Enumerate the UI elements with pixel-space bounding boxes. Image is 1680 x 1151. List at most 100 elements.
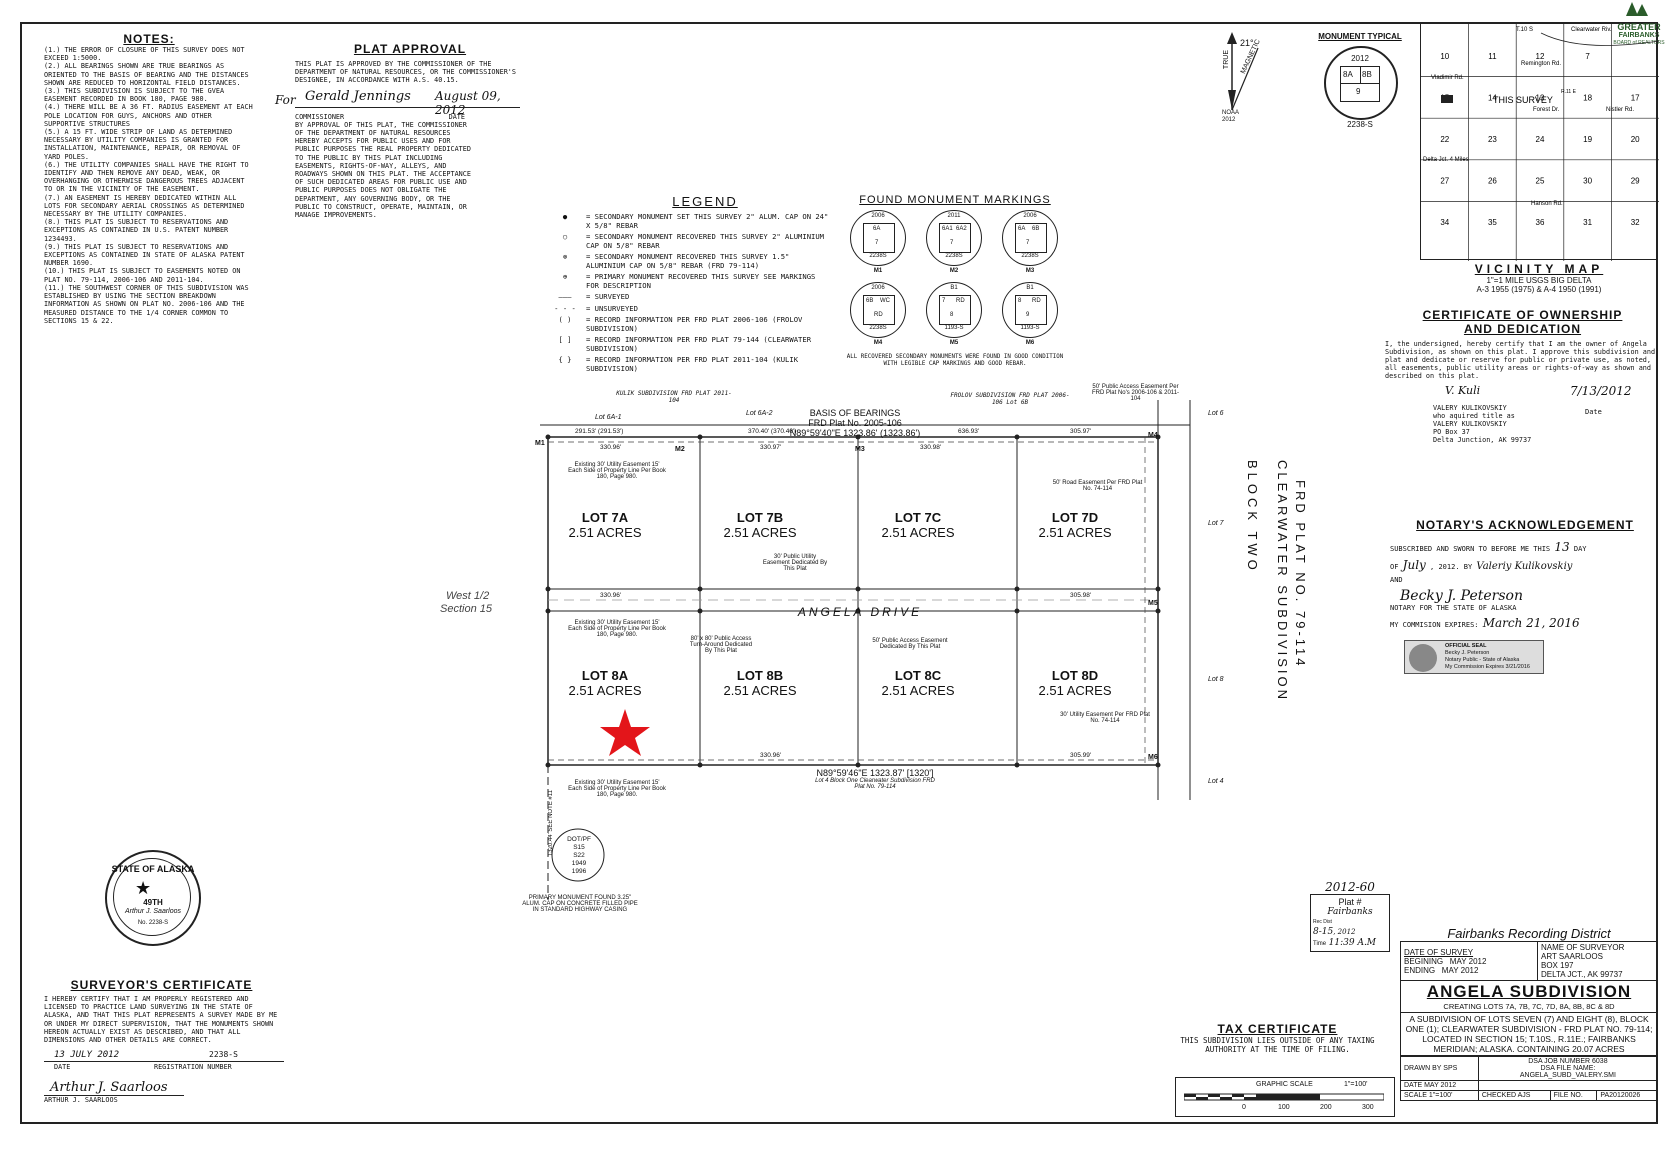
notary-signature: Becky J. Peterson <box>1400 588 1523 604</box>
monument-cell: 7 <box>942 298 946 304</box>
legend-item: ———= SURVEYED <box>550 292 830 302</box>
monument-tag: M5 <box>1148 600 1158 607</box>
surveyor-city: DELTA JCT., AK 99737 <box>1541 970 1623 979</box>
lot-name: LOT 8B <box>736 668 784 683</box>
surveyor-name-value: ART SAARLOOS <box>1541 952 1603 961</box>
monument-cell: 6B <box>1032 226 1040 232</box>
logo-line2: FAIRBANKS <box>1618 32 1660 39</box>
note-item: (6.) THE UTILITY COMPANIES SHALL HAVE TH… <box>44 160 249 194</box>
section-number: 19 <box>1583 135 1592 144</box>
owner-date-label: Date <box>1585 408 1602 416</box>
date-of-survey-label: DATE OF SURVEY <box>1404 947 1474 957</box>
dimension-label: 305.99' <box>1070 752 1092 759</box>
note-item: (4.) THERE WILL BE A 36 FT. RADIUS EASEM… <box>44 103 253 128</box>
tax-cert-text: THIS SUBDIVISION LIES OUTSIDE OF ANY TAX… <box>1180 1036 1375 1054</box>
turnaround-label: 80' x 80' Public Access Turn-Around Dedi… <box>689 636 753 654</box>
side-lot-6: Lot 6 <box>1208 410 1224 417</box>
lot-name: LOT 7B <box>736 510 784 525</box>
this-survey-label: THIS SURVEY <box>1493 95 1553 105</box>
legend-text: = SECONDARY MONUMENT RECOVERED THIS SURV… <box>586 232 824 250</box>
monument-grid: 8A 8B 9 <box>1340 66 1380 102</box>
section-number: 26 <box>1488 177 1497 186</box>
monument-cell: 7 <box>1026 240 1030 246</box>
section-number: 14 <box>1488 93 1497 102</box>
clearwater-label: CLEARWATER SUBDIVISION <box>1275 460 1290 703</box>
dimension-label: 291.53' (291.53') <box>575 428 624 435</box>
monument-point <box>855 434 861 440</box>
notary-line1: SUBSCRIBED AND SWORN TO BEFORE ME THIS <box>1390 545 1551 553</box>
note-item: (8.) THIS PLAT IS SUBJECT TO RESERVATION… <box>44 218 229 243</box>
scale-ratio: 1"=100' <box>1344 1081 1368 1088</box>
section-number: 17 <box>1631 93 1640 102</box>
top-bearing: N89°59'40"E 1323.86' (1323.86') <box>789 428 921 438</box>
legend-text: = RECORD INFORMATION PER FRD PLAT 2006-1… <box>586 315 803 333</box>
section-number: 24 <box>1536 135 1545 144</box>
plat-approval-text: THIS PLAT IS APPROVED BY THE COMMISSIONE… <box>295 60 516 85</box>
vicinity-map: 1011127151413181722232419202726253029343… <box>1420 22 1660 261</box>
section-number: 25 <box>1536 177 1545 186</box>
surveyor-cert-date: 13 JULY 2012 <box>54 1050 120 1061</box>
notary-expires: March 21, 2016 <box>1482 616 1580 630</box>
monument-year: 2006 <box>1023 213 1037 219</box>
monument-point <box>545 762 551 768</box>
lot-acres: 2.51 ACRES <box>881 525 955 540</box>
dimension-label: 330.96' <box>600 592 622 599</box>
legend-item: ○ = SECONDARY MONUMENT RECOVERED THIS SUR… <box>550 232 830 250</box>
section-number: 12 <box>1536 52 1545 61</box>
graphic-scale: GRAPHIC SCALE 1"=100' 0 100 200 300 <box>1175 1077 1395 1117</box>
notes-list: (1.) THE ERROR OF CLOSURE OF THIS SURVEY… <box>44 46 254 325</box>
notary-seal: OFFICIAL SEAL Becky J. Peterson Notary P… <box>1404 640 1544 674</box>
monument-year: 2011 <box>947 213 961 219</box>
west-half-label: West 1/2 <box>446 590 490 602</box>
utility-easement-top: Existing 30' Utility Easement 15' Each S… <box>568 462 666 480</box>
monument-cell: 6B <box>866 298 874 304</box>
monument-id: M5 <box>949 340 959 346</box>
monument-cell: WC <box>880 298 890 304</box>
primary-cap-line: 1996 <box>571 868 587 875</box>
legend-block: LEGEND ●= SECONDARY MONUMENT SET THIS SU… <box>550 194 830 376</box>
north-arrow: TRUE 21° MAGNETIC NOAA 2012 <box>1210 30 1290 125</box>
see-note-label: 1320.44' SEE NOTE #11 <box>548 790 554 857</box>
vicinity-grid: 1011127151413181722232419202726253029343… <box>1421 23 1660 261</box>
utility-easement-middle-text: Existing 30' Utility Easement 15' Each S… <box>568 620 666 638</box>
stamp-time: 11:39 A.M <box>1328 938 1377 948</box>
monument-cell: 8 <box>950 312 954 318</box>
this-survey-marker <box>1441 95 1453 103</box>
monument-point <box>855 586 861 592</box>
public-utility-easement: 30' Public Utility Easement Dedicated By… <box>762 554 828 572</box>
primary-cap-line: S22 <box>573 852 585 859</box>
block-two-label: BLOCK TWO <box>1245 460 1260 574</box>
legend-text: = RECORD INFORMATION PER FRD PLAT 79-144… <box>586 335 812 353</box>
monument-point <box>1155 434 1161 440</box>
section-number: 18 <box>1583 93 1592 102</box>
monument-point <box>1155 762 1161 768</box>
monument-cell-c: 9 <box>1356 87 1361 96</box>
stamp-number: 2012-60 <box>1325 880 1375 894</box>
logo-line3: BOARD of REALTORS <box>1613 40 1665 46</box>
monument-point <box>697 762 703 768</box>
surveyor-certificate: SURVEYOR'S CERTIFICATE I HEREBY CERTIFY … <box>44 978 284 1104</box>
stamp-year: , 2012 <box>1333 928 1356 936</box>
owner-address2: Delta Junction, AK 99737 <box>1433 436 1532 444</box>
monument-number: 2238S <box>869 325 887 331</box>
section-number: 7 <box>1585 52 1590 61</box>
lot-acres: 2.51 ACRES <box>723 525 797 540</box>
note-item: (2.) ALL BEARINGS SHOWN ARE TRUE BEARING… <box>44 62 249 87</box>
legend-item: ●= SECONDARY MONUMENT SET THIS SURVEY 2"… <box>550 212 830 230</box>
monument-year: 2006 <box>871 213 885 219</box>
section-number: 30 <box>1583 177 1592 186</box>
section-label: Section 15 <box>440 603 492 615</box>
file-no-label: FILE NO. <box>1549 1090 1598 1101</box>
legend-symbol-icon: ○ <box>562 232 568 241</box>
scale-tick-0: 0 <box>1242 1104 1246 1111</box>
owner-address1: PO Box 37 <box>1433 428 1470 436</box>
